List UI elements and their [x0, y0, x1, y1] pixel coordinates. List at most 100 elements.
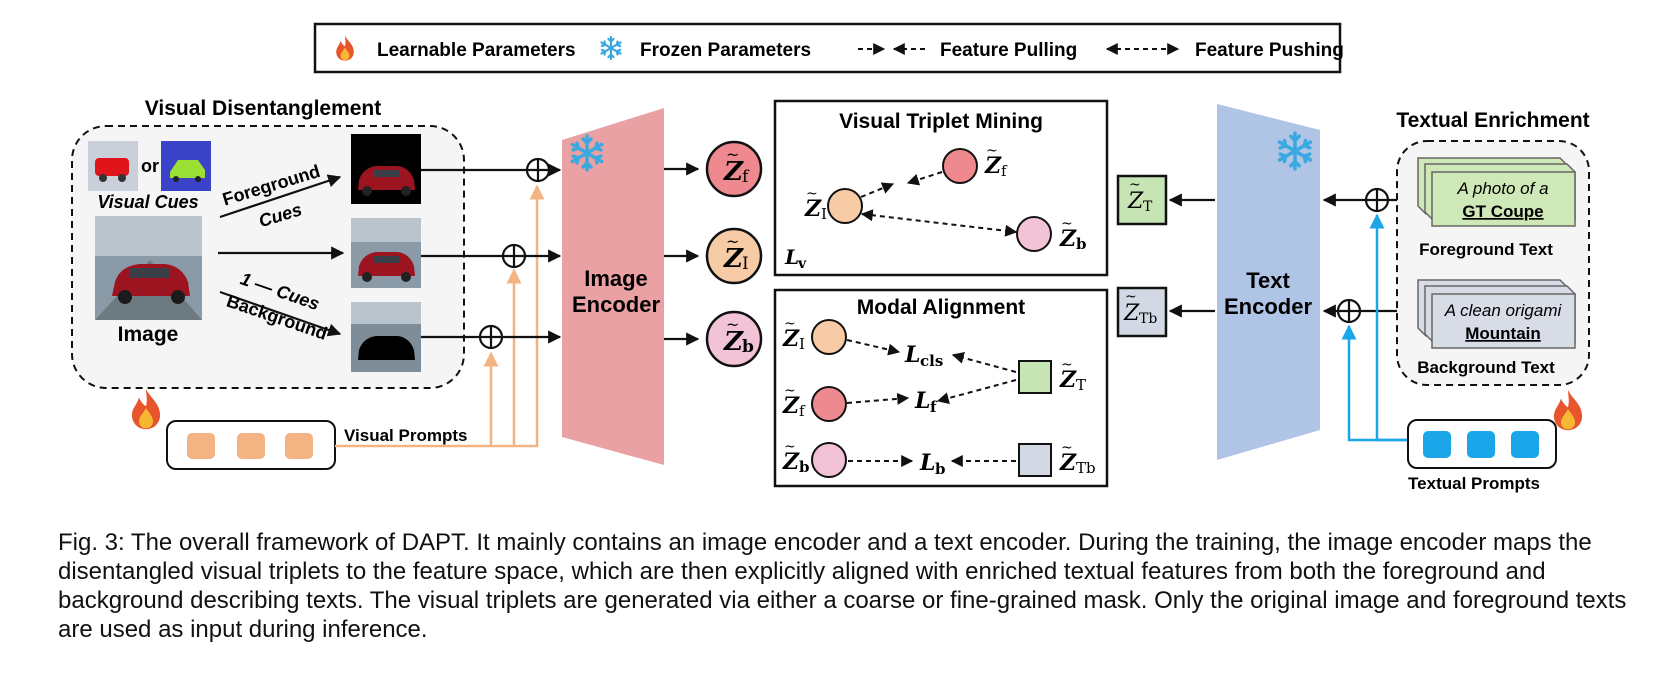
fg-card-line-1: A photo of a — [1456, 179, 1548, 198]
visual-prompt-flame-icon — [131, 388, 161, 430]
loss-v-label: L — [784, 245, 799, 269]
image-encoder-label-1: Image — [584, 266, 648, 291]
visual-triplet-mining-panel: Visual Triplet Mining Z ~ I Z ~ f Z ~ b … — [773, 99, 1109, 277]
align-zb-tilde: ~ — [784, 439, 796, 455]
visual-prompts-label: Visual Prompts — [344, 426, 467, 445]
align-zb-label: Z — [782, 449, 800, 475]
foreground-image — [351, 134, 421, 204]
triplet-zb-subscript: b — [1076, 235, 1087, 253]
zb-tilde: ~ — [726, 315, 739, 334]
background-text-label: Background Text — [1417, 358, 1555, 377]
triplet-zb-label: Z — [1059, 226, 1077, 252]
legend-pushing-label: Feature Pushing — [1195, 40, 1344, 61]
visual-cues-label: Visual Cues — [97, 192, 198, 212]
visual-prompt-token — [285, 433, 313, 459]
zb-feature-node — [705, 310, 763, 368]
image-encoder: Image Encoder — [562, 108, 664, 465]
zf-tilde: ~ — [726, 145, 739, 164]
textual-prompts: Textual Prompts — [1341, 213, 1583, 493]
loss-f-label: L — [914, 388, 930, 414]
visual-prompt-token — [187, 433, 215, 459]
pull-arrow — [906, 171, 943, 186]
push-arrow — [860, 209, 1018, 237]
align-zt-subscript: T — [1076, 376, 1086, 394]
modal-alignment-title: Modal Alignment — [857, 296, 1025, 319]
triplet-zf-node — [942, 148, 978, 184]
align-zf-subscript: f — [799, 402, 806, 420]
zt-feature-node — [1116, 174, 1168, 226]
or-label: or — [141, 156, 159, 176]
legend-pulling-label: Feature Pulling — [940, 40, 1077, 61]
visual-cue-coarse-thumbnail — [88, 141, 138, 191]
dapt-framework-figure: Learnable Parameters Frozen Parameters F… — [71, 22, 1590, 493]
bg-card-line-1: A clean origami — [1444, 301, 1563, 320]
visual-cue-fine-thumbnail — [161, 141, 211, 191]
loss-cls-subscript: cls — [920, 352, 943, 370]
ztb-feature-node — [1116, 286, 1168, 338]
triplet-zi-tilde: ~ — [806, 186, 818, 202]
visual-disentanglement-panel: Visual Disentanglement or Visual Cues Im… — [71, 97, 465, 389]
image-encoder-label-2: Encoder — [572, 292, 660, 317]
legend-frozen-label: Frozen Parameters — [640, 40, 811, 61]
zb-subscript: b — [742, 337, 754, 357]
textual-prompt-flame-icon — [1553, 389, 1583, 431]
triplet-zb-node — [1016, 216, 1052, 252]
triplet-zf-tilde: ~ — [986, 143, 998, 159]
align-zi-tilde: ~ — [784, 316, 796, 332]
background-cue-arrow — [219, 290, 342, 337]
ztb-tilde: ~ — [1125, 289, 1137, 305]
align-ztb-node — [1018, 443, 1052, 477]
triplet-zi-node — [827, 188, 863, 224]
visual-prompts: Visual Prompts — [131, 184, 545, 470]
triplet-zf-label: Z — [984, 153, 1002, 179]
text-encoder-label-1: Text — [1246, 268, 1290, 293]
fg-card-line-2: GT Coupe — [1462, 202, 1543, 221]
triplet-zi-subscript: I — [821, 205, 827, 223]
align-ztb-label: Z — [1059, 450, 1077, 476]
loss-cls-label: L — [904, 342, 920, 368]
visual-prompt-token — [237, 433, 265, 459]
image-label: Image — [118, 323, 179, 346]
textual-enrichment-panel: Textual Enrichment A photo of a GT Coupe… — [1396, 109, 1590, 386]
align-zt-tilde: ~ — [1061, 357, 1073, 373]
figure-caption: Fig. 3: The overall framework of DAPT. I… — [58, 529, 1627, 643]
textual-prompts-label: Textual Prompts — [1408, 474, 1540, 493]
align-zi-node — [811, 319, 847, 355]
loss-f-subscript: f — [930, 398, 938, 416]
textual-prompt-token — [1467, 431, 1495, 458]
loss-v-subscript: v — [797, 256, 807, 272]
zi-tilde: ~ — [726, 232, 739, 251]
align-zt-label: Z — [1059, 367, 1077, 393]
foreground-text-label: Foreground Text — [1419, 240, 1553, 259]
original-image-copy — [351, 218, 421, 288]
align-zb-node — [811, 442, 847, 478]
textual-prompt-token — [1511, 431, 1539, 458]
zf-subscript: f — [742, 167, 750, 187]
align-zf-tilde: ~ — [784, 383, 796, 399]
triplet-zi-label: Z — [804, 196, 822, 222]
zi-feature-node — [705, 227, 763, 285]
legend-learnable-label: Learnable Parameters — [377, 40, 576, 61]
pull-arrow — [860, 182, 895, 198]
zt-tilde: ~ — [1129, 177, 1141, 193]
text-encoder: Text Encoder — [1217, 104, 1320, 460]
loss-b-subscript: b — [935, 460, 946, 478]
text-encoder-label-2: Encoder — [1224, 294, 1312, 319]
triplet-zf-subscript: f — [1001, 162, 1008, 180]
visual-disentanglement-title: Visual Disentanglement — [145, 97, 382, 120]
align-zt-node — [1018, 360, 1052, 394]
bg-card-line-2: Mountain — [1465, 324, 1541, 343]
align-zf-label: Z — [782, 393, 800, 419]
foreground-text-card: A photo of a GT Coupe — [1417, 157, 1576, 227]
foreground-cue-arrow — [219, 174, 342, 219]
ztb-label: Z — [1123, 301, 1140, 326]
textual-enrichment-title: Textual Enrichment — [1396, 109, 1589, 132]
image-combiners — [421, 157, 562, 350]
triplet-mining-title: Visual Triplet Mining — [839, 110, 1043, 133]
zi-subscript: I — [742, 254, 749, 274]
background-text-card: A clean origami Mountain — [1417, 279, 1576, 349]
zt-label: Z — [1127, 189, 1144, 214]
input-image — [95, 216, 202, 320]
triplet-zb-tilde: ~ — [1061, 216, 1073, 232]
background-image — [351, 302, 421, 372]
